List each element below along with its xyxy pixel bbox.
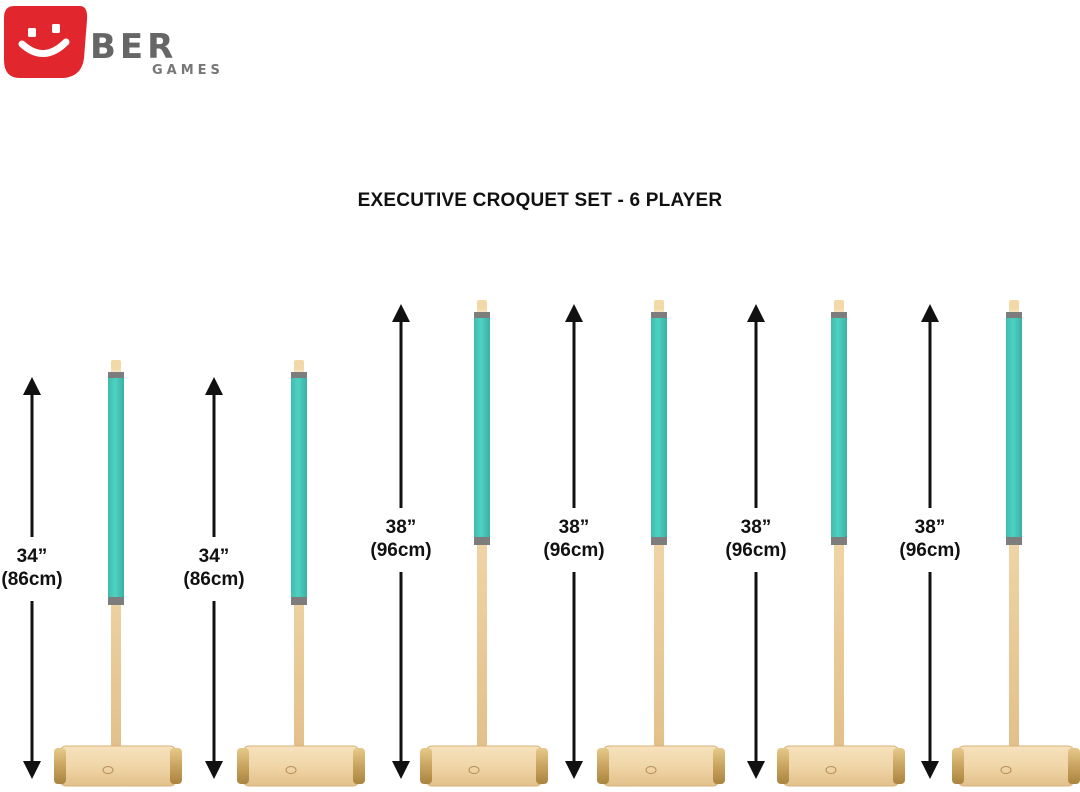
length-cm: (96cm)	[543, 540, 605, 561]
smiley-logo-icon	[4, 6, 88, 78]
brass-ring-right	[713, 748, 725, 784]
brass-ring-left	[777, 748, 789, 784]
page-title: EXECUTIVE CROQUET SET - 6 PLAYER	[357, 190, 723, 211]
grip-band-bottom	[108, 597, 124, 605]
dimension-label: 38”(96cm)	[524, 514, 624, 564]
mallet-cap	[1009, 300, 1019, 310]
dimension-label: 38”(96cm)	[706, 514, 806, 564]
grip-band-bottom	[1006, 537, 1022, 545]
length-inches: 34”	[198, 546, 230, 567]
mallet-cap	[294, 360, 304, 370]
grip-band-bottom	[651, 537, 667, 545]
mallet-cap	[834, 300, 844, 310]
mallet-head	[425, 745, 543, 787]
length-cm: (96cm)	[725, 540, 787, 561]
grip-band-bottom	[831, 537, 847, 545]
brass-ring-right	[536, 748, 548, 784]
head-brand-mark-icon	[825, 766, 837, 774]
brass-ring-right	[353, 748, 365, 784]
dimension-label: 38”(96cm)	[880, 514, 980, 564]
length-cm: (86cm)	[183, 569, 245, 590]
length-inches: 38”	[558, 517, 590, 538]
brass-ring-left	[420, 748, 432, 784]
grip-band-top	[831, 312, 847, 318]
brass-ring-left	[54, 748, 66, 784]
mallet-head	[242, 745, 360, 787]
brass-ring-left	[597, 748, 609, 784]
mallet-grip	[1006, 312, 1022, 543]
length-inches: 34”	[16, 546, 48, 567]
brand-logo: BER GAMES	[0, 0, 240, 90]
head-brand-mark-icon	[102, 766, 114, 774]
mallet-grip	[651, 312, 667, 543]
mallet-head	[602, 745, 720, 787]
mallet-head	[59, 745, 177, 787]
mallet-cap	[654, 300, 664, 310]
length-inches: 38”	[385, 517, 417, 538]
length-cm: (96cm)	[899, 540, 961, 561]
brass-ring-left	[237, 748, 249, 784]
head-brand-mark-icon	[285, 766, 297, 774]
head-brand-mark-icon	[1000, 766, 1012, 774]
mallet-cap	[477, 300, 487, 310]
brass-ring-right	[170, 748, 182, 784]
mallet-head	[957, 745, 1075, 787]
length-inches: 38”	[740, 517, 772, 538]
grip-band-top	[108, 372, 124, 378]
brass-ring-right	[893, 748, 905, 784]
grip-band-bottom	[291, 597, 307, 605]
brass-ring-left	[952, 748, 964, 784]
dimension-label: 34”(86cm)	[0, 543, 82, 593]
grip-band-bottom	[474, 537, 490, 545]
grip-band-top	[1006, 312, 1022, 318]
grip-band-top	[291, 372, 307, 378]
mallet-grip	[831, 312, 847, 543]
head-brand-mark-icon	[645, 766, 657, 774]
length-cm: (86cm)	[1, 569, 63, 590]
mallet-cap	[111, 360, 121, 370]
grip-band-top	[651, 312, 667, 318]
mallet-grip	[291, 372, 307, 603]
head-brand-mark-icon	[468, 766, 480, 774]
length-inches: 38”	[914, 517, 946, 538]
dimension-label: 34”(86cm)	[164, 543, 264, 593]
brand-subtitle: GAMES	[152, 63, 224, 78]
mallet-grip	[108, 372, 124, 603]
mallet-head	[782, 745, 900, 787]
mallet-grip	[474, 312, 490, 543]
brass-ring-right	[1068, 748, 1080, 784]
length-cm: (96cm)	[370, 540, 432, 561]
brand-name: BER	[90, 27, 178, 67]
dimension-label: 38”(96cm)	[351, 514, 451, 564]
grip-band-top	[474, 312, 490, 318]
